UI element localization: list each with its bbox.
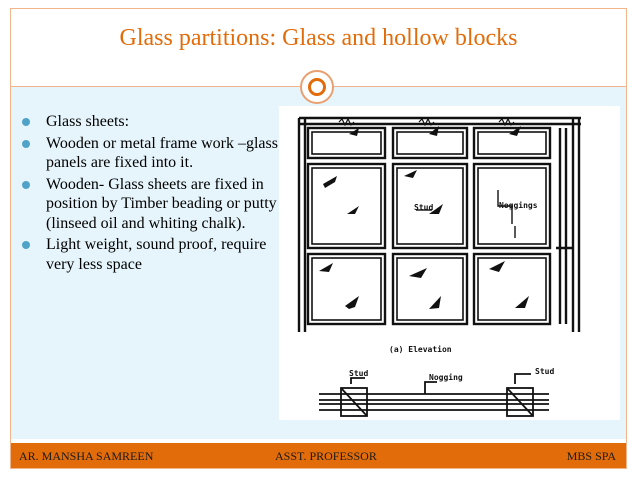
plan-stud-left-label: Stud (349, 369, 368, 378)
bullet-item: Wooden- Glass sheets are fixed in positi… (16, 175, 278, 234)
bullet-text: Wooden or metal frame work –glass panels… (46, 134, 278, 172)
bullet-dot-icon (22, 241, 30, 249)
slide-footer: AR. MANSHA SAMREEN ASST. PROFESSOR MBS S… (11, 443, 626, 468)
slide-frame (10, 8, 627, 469)
ring-ornament-icon (300, 70, 334, 104)
bullet-item: Light weight, sound proof, require very … (16, 235, 278, 274)
partition-elevation-svg: Stud Noggings (a) Elevation Stud Nogging… (297, 116, 581, 417)
footer-position: ASST. PROFESSOR (275, 449, 377, 463)
bullet-text: Glass sheets: (46, 113, 130, 130)
footer-institute: MBS SPA (566, 449, 616, 463)
ring-inner-icon (308, 78, 326, 96)
elevation-caption: (a) Elevation (389, 344, 452, 354)
plan-nogging-label: Nogging (429, 372, 463, 382)
plan-stud-right-label: Stud (535, 367, 554, 376)
slide-title: Glass partitions: Glass and hollow block… (119, 25, 518, 51)
bullet-dot-icon (22, 180, 30, 189)
bullet-item: Glass sheets: (16, 112, 278, 132)
bullet-dot-icon (22, 118, 30, 126)
bullet-dot-icon (22, 139, 30, 148)
bullet-list: Glass sheets: Wooden or metal frame work… (16, 112, 278, 276)
stud-label: Stud (414, 203, 433, 212)
bullet-item: Wooden or metal frame work –glass panels… (16, 134, 278, 173)
footer-author: AR. MANSHA SAMREEN (19, 449, 154, 463)
bullet-text: Wooden- Glass sheets are fixed in positi… (46, 175, 277, 232)
partition-drawing: Stud Noggings (a) Elevation Stud Nogging… (279, 106, 620, 420)
bullet-text: Light weight, sound proof, require very … (46, 236, 267, 273)
noggings-label: Noggings (499, 200, 538, 210)
